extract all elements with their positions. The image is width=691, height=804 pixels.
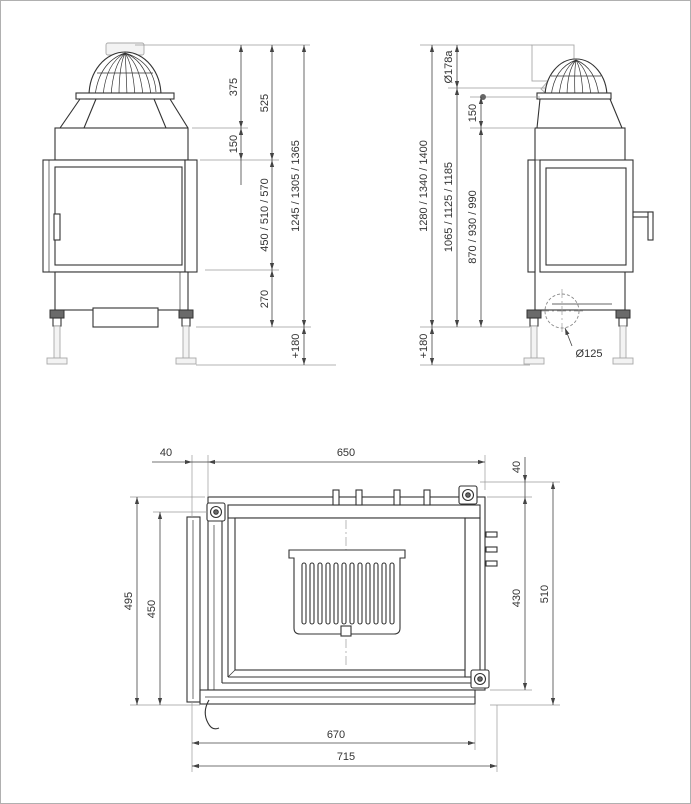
dome-ring [536, 92, 612, 100]
back-tab [355, 489, 363, 506]
door-glass [54, 166, 183, 266]
side-extension-lines [420, 44, 545, 366]
right-foot-extension [619, 325, 627, 359]
left-foot-bolt [529, 317, 539, 327]
top-extension-lines [130, 455, 560, 772]
left-foot-extension [530, 325, 538, 359]
grate-slot [333, 562, 339, 625]
right-foot [178, 309, 194, 319]
base [54, 271, 189, 311]
dim-middle-height-label: 1065 / 1125 / 1185 [443, 162, 455, 252]
dim-495-label: 495 [123, 592, 135, 610]
side-panel [184, 159, 198, 273]
grate-slot [325, 562, 331, 625]
right-foot [615, 309, 631, 319]
dim-510-label: 510 [539, 585, 551, 603]
hood-struts [536, 98, 623, 129]
dim-270-label: 270 [259, 290, 271, 308]
dim-air-inlet-label: Ø125 [576, 348, 603, 360]
dim-375-label: 375 [228, 78, 240, 96]
dim-lower-height-label: 870 / 930 / 990 [467, 190, 479, 263]
grate-slot [357, 562, 363, 625]
air-inlet-leader [564, 327, 573, 347]
back-tab [393, 489, 401, 506]
dim-450-label: 450 [146, 600, 158, 618]
door-glass [545, 167, 627, 266]
left-foot-bolt [52, 317, 62, 327]
dim-430-label: 430 [511, 589, 523, 607]
grate-slot [381, 562, 387, 625]
left-foot-pad [523, 357, 545, 365]
hood-struts [59, 98, 189, 129]
dim-525-label: 525 [259, 94, 271, 112]
dim-150-label: 150 [467, 104, 479, 122]
ash-drawer [92, 307, 159, 328]
right-foot-bolt [181, 317, 191, 327]
air-inlet-cross [540, 289, 584, 333]
left-foot [49, 309, 65, 319]
grate-slots [301, 562, 395, 625]
side-view: Ø178a 150 1280 / 1340 / 1400 1065 / 1125… [418, 44, 654, 366]
dome-ring [75, 92, 175, 100]
dim-715-label: 715 [337, 751, 355, 763]
grate-slot [301, 562, 307, 625]
hood [54, 127, 189, 161]
grate-slot [341, 562, 347, 625]
door-handle [53, 213, 61, 241]
front-extension-lines [135, 44, 336, 366]
dim-total-height-label: 1280 / 1340 / 1400 [418, 140, 430, 232]
left-door-frame [186, 516, 201, 703]
corner-bolt-center [213, 509, 219, 515]
grate-slot [309, 562, 315, 625]
dome-ribs [94, 52, 157, 97]
corner-bolt-center [465, 492, 471, 498]
dim-foot-label: +180 [290, 334, 302, 359]
grate-slot [365, 562, 371, 625]
door-handle-grip [647, 211, 654, 241]
dim-40-left-label: 40 [160, 447, 172, 459]
left-glass [221, 505, 229, 683]
hinge [485, 531, 498, 538]
right-foot-pad [175, 357, 197, 365]
side-door-frame [527, 159, 536, 273]
dim-total-height-label: 1245 / 1305 / 1365 [290, 140, 302, 232]
grate-tab [340, 625, 352, 637]
hinge [485, 560, 498, 567]
dim-foot-label: +180 [418, 334, 430, 359]
back-tab [423, 489, 431, 506]
left-foot-pad [46, 357, 68, 365]
glass-corner [227, 669, 236, 678]
grate-slot [373, 562, 379, 625]
dim-650-label: 650 [337, 447, 355, 459]
dim-door-height-label: 450 / 510 / 570 [259, 178, 271, 251]
front-view: 375 150 525 450 / 510 / 570 270 1245 / 1… [42, 42, 336, 366]
dim-150-label: 150 [228, 135, 240, 153]
right-foot-bolt [618, 317, 628, 327]
dim-40-right-label: 40 [511, 461, 523, 473]
left-foot-extension [53, 325, 61, 359]
door-handle [204, 699, 220, 730]
left-foot [526, 309, 542, 319]
dim-670-label: 670 [327, 729, 345, 741]
grate-slot [317, 562, 323, 625]
corner-bolt-center [477, 676, 483, 682]
front-glass [222, 676, 480, 684]
grate-slot [389, 562, 395, 625]
dim-flue-diameter-label: Ø178a [443, 50, 455, 84]
dome-ribs [550, 59, 600, 98]
grate-slot [349, 562, 355, 625]
hinge [485, 546, 498, 553]
right-foot-extension [182, 325, 190, 359]
right-foot-pad [612, 357, 634, 365]
top-view: 40 650 40 495 450 430 510 670 715 [123, 447, 560, 772]
back-tab [332, 489, 340, 506]
